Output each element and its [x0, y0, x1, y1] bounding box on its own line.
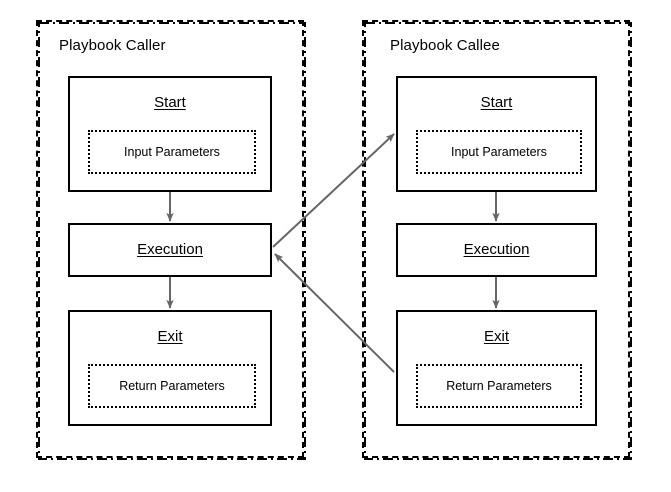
node-callee-exit-title: Exit [483, 328, 509, 345]
node-caller-execution-title: Execution [137, 241, 203, 258]
node-caller-exit: Exit Return Parameters [68, 310, 272, 426]
subbox-callee-return-parameters-label: Return Parameters [446, 379, 552, 393]
subbox-caller-input-parameters-label: Input Parameters [124, 145, 220, 159]
node-caller-exit-title: Exit [157, 328, 183, 345]
node-callee-execution: Execution [396, 223, 597, 277]
node-callee-start-title: Start [480, 94, 513, 111]
panel-callee-title: Playbook Callee [390, 37, 500, 54]
node-caller-start: Start Input Parameters [68, 76, 272, 192]
panel-caller-title: Playbook Caller [59, 37, 166, 54]
subbox-callee-input-parameters: Input Parameters [416, 130, 582, 174]
subbox-callee-input-parameters-label: Input Parameters [451, 145, 547, 159]
subbox-caller-return-parameters: Return Parameters [88, 364, 256, 408]
subbox-callee-return-parameters: Return Parameters [416, 364, 582, 408]
node-caller-start-title: Start [154, 94, 186, 111]
node-callee-start: Start Input Parameters [396, 76, 597, 192]
node-caller-execution: Execution [68, 223, 272, 277]
subbox-caller-input-parameters: Input Parameters [88, 130, 256, 174]
node-callee-exit: Exit Return Parameters [396, 310, 597, 426]
node-callee-execution-title: Execution [463, 241, 530, 258]
subbox-caller-return-parameters-label: Return Parameters [119, 379, 225, 393]
